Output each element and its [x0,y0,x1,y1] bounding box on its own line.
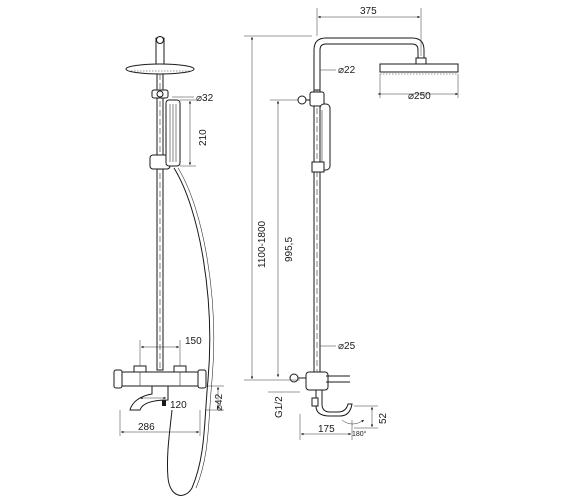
side-riser-rail [313,89,321,377]
front-dimensions: ⌀32 210 150 120 ⌀42 286 [119,93,225,436]
dim-spout-rotation: 180° [352,430,367,438]
front-hand-shower [165,99,181,167]
dim-inlet-thread: G1/2 [274,396,285,418]
front-shower-head [125,63,195,75]
dim-spout-height: 52 [378,412,389,424]
dim-valve-centres: 150 [185,336,202,347]
side-slider [311,161,325,173]
dim-head-diameter: ⌀250 [408,91,431,102]
dim-handshower-diameter: ⌀32 [196,93,214,104]
dim-body-diameter: ⌀42 [214,393,225,411]
dim-spout-length: 120 [170,400,187,411]
dim-projection: 175 [318,424,335,435]
side-view [289,37,459,417]
dim-arm-length: 375 [360,6,377,17]
dim-overall-width: 286 [138,422,155,433]
side-shower-arm [313,37,425,90]
dim-height-range: 1100-1800 [257,220,268,268]
dim-riser-height: 995,5 [284,237,295,262]
side-hand-shower [319,103,331,171]
front-view [113,36,214,496]
front-hose [166,167,214,496]
front-riser-rail [156,73,164,371]
side-dimensions: 375 ⌀22 ⌀250 1100-1800 995,5 ⌀25 G1/2 18… [244,6,459,440]
dim-handshower-length: 210 [198,129,209,146]
front-thermostatic-valve [113,365,207,389]
side-shower-head [379,57,459,75]
front-shower-arm [155,36,165,71]
side-bath-spout [311,389,353,417]
dim-riser-diameter: ⌀25 [338,341,356,352]
side-thermostatic-valve [289,371,350,391]
front-diverter-knob [151,89,169,99]
side-diverter-knob [297,91,325,107]
dim-arm-diameter: ⌀22 [338,65,356,76]
